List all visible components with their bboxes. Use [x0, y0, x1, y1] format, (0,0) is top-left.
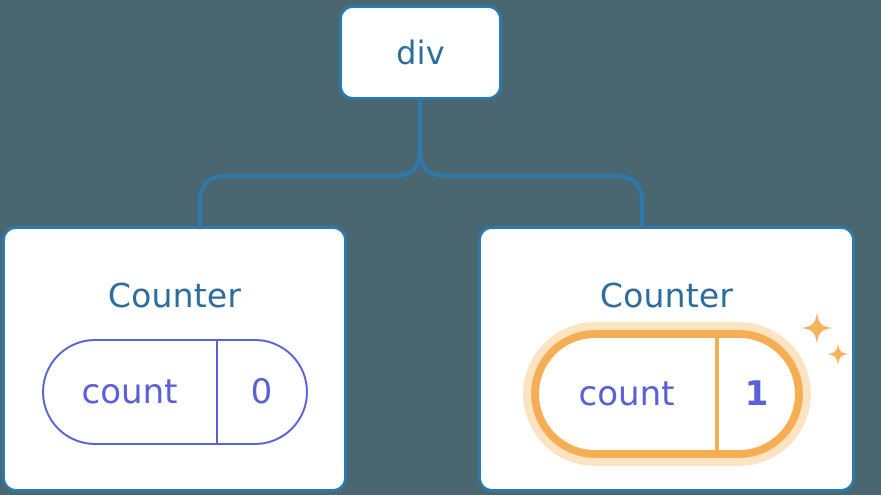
state-pill-wrapper-left: count 0: [41, 339, 308, 445]
state-pill-count-left[interactable]: count 0: [41, 339, 308, 445]
state-pill-count-right-highlighted[interactable]: count 1: [530, 330, 803, 458]
state-key-label-right: count: [578, 374, 675, 414]
tree-node-counter-right[interactable]: Counter count 1: [478, 226, 855, 492]
tree-node-counter-left[interactable]: Counter count 0: [2, 226, 347, 492]
state-value-label-right: 1: [744, 374, 769, 414]
state-value-label-left: 0: [250, 372, 273, 412]
state-pill-wrapper-right: count 1: [530, 312, 849, 458]
sparkle-large-icon: [800, 312, 833, 344]
node-title-counter-right: Counter: [599, 276, 734, 315]
sparkle-small-icon: [826, 343, 849, 366]
state-pill-divider-left: [215, 341, 218, 443]
tree-node-root-div[interactable]: div: [339, 5, 502, 100]
state-key-label-left: count: [81, 372, 178, 412]
sparkle-icons-group: [800, 312, 849, 366]
node-label-div: div: [396, 33, 445, 72]
node-title-counter-left: Counter: [107, 276, 242, 315]
state-pill-divider-right: [714, 338, 719, 450]
